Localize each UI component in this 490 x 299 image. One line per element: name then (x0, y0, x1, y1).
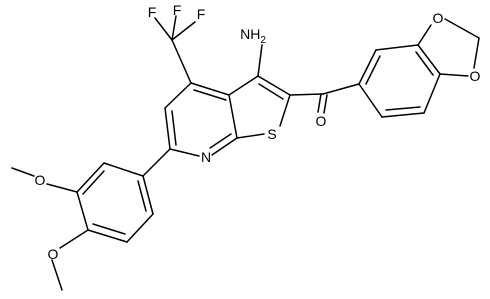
bond-carbonyl-o-2 (323, 94, 328, 114)
bond-pyr-aryl (142, 148, 171, 177)
fluorine-label-2: F (173, 2, 182, 18)
bond-bd-c2-c3 (375, 44, 419, 51)
bond-amine (257, 44, 263, 77)
bond-dmp-c2-c3-inner (82, 170, 105, 195)
bond-pyr-c7a-n-inner (209, 133, 232, 149)
bond-thio-c3-c2-inner (258, 83, 284, 100)
bond-pyr-c7a-n (211, 137, 238, 156)
bond-methoxy-lower-o-me (51, 259, 63, 291)
bond-methoxy-upper-o-me (11, 167, 35, 177)
bond-pyr-c4a-c7a (228, 94, 238, 139)
nitrogen-label: N (201, 149, 211, 165)
bond-bd-c6-c1 (358, 83, 383, 118)
bond-pyr-c4-c4a (190, 82, 230, 96)
fluorine-label-1: F (148, 4, 157, 20)
bond-dmp-c3-c4 (76, 191, 89, 231)
bond-thio-c3a-c3 (228, 75, 259, 96)
bond-c2-carbonyl (289, 93, 324, 96)
bond-pyr-c6-c5-inner (171, 110, 177, 146)
bond-bd-c1-c2 (358, 49, 377, 85)
bond-dmp-c4-c5 (87, 229, 128, 243)
bond-dmp-c5-c6 (126, 213, 154, 243)
bond-thio-s-c7a (236, 133, 265, 139)
bond-bd-c3-c4-inner (415, 51, 434, 76)
bond-dmp-c2-c3 (76, 162, 105, 193)
bond-bd-c1-c2-inner (365, 55, 381, 85)
bond-pyr-c6-c5 (164, 107, 171, 150)
bond-pyr-c5-c4 (164, 82, 192, 109)
atom-labels: NH2 F F F S N O O O O O (35, 2, 481, 262)
bond-cf3-ring (171, 39, 192, 84)
bond-thio-c2-s (279, 94, 291, 127)
bond-bd-c3-c4 (417, 44, 441, 75)
bond-carbonyl-aryl (322, 83, 360, 95)
bond-dmp-c6-c1-inner (137, 180, 147, 212)
amine-label: NH2 (240, 26, 266, 46)
bond-dioxole-o-c4 (439, 73, 469, 77)
bond-dioxole-ch2-o (473, 37, 480, 69)
bond-bd-c4-c5 (423, 73, 441, 114)
bond-carbonyl-o-1 (317, 93, 322, 113)
dioxole-oxygen-bottom-label: O (470, 68, 481, 84)
bond-cf3-f2 (171, 15, 177, 41)
methoxy-oxygen-lower-label: O (48, 246, 59, 262)
bond-pyr-c4a-c4-inner (193, 89, 227, 101)
bonds (11, 15, 480, 291)
carbonyl-oxygen-label: O (316, 113, 327, 129)
bond-cf3-f3 (171, 21, 196, 41)
bond-methoxy-lower-c-o (59, 229, 89, 249)
bond-bd-c5-c6-inner (385, 106, 421, 111)
bond-dioxole-c3-o (417, 24, 432, 46)
bond-dmp-c4-c5-inner (92, 223, 126, 235)
sulfur-label: S (267, 126, 276, 142)
bond-dmp-c6-c1 (142, 175, 154, 215)
bond-bd-c5-c6 (381, 112, 425, 118)
methoxy-oxygen-upper-label: O (35, 172, 46, 188)
bond-dioxole-o-ch2 (444, 18, 480, 39)
bond-cf3-f1 (154, 17, 173, 41)
bond-methoxy-upper-c-o (46, 183, 78, 193)
bond-dmp-c1-c2 (103, 162, 144, 177)
bond-pyr-n-c6 (169, 148, 200, 157)
bond-thio-c3-c2 (257, 75, 291, 96)
dioxole-oxygen-top-label: O (433, 10, 444, 26)
fluorine-label-3: F (197, 6, 206, 22)
